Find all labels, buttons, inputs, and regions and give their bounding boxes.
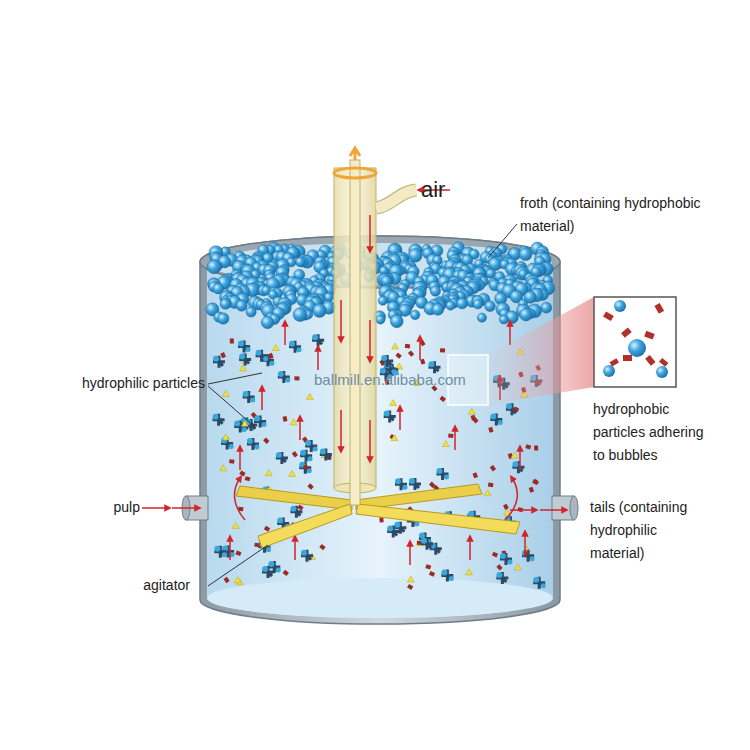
- rotation-arrow: [334, 168, 376, 178]
- rotation-arrow-head: [350, 148, 360, 160]
- froth-label: froth (containing hydrophobic material): [520, 192, 705, 238]
- agitator-blades: [236, 484, 520, 548]
- inset-bubbles: [603, 300, 668, 378]
- air-pipe: [376, 190, 416, 208]
- air-label: air: [421, 176, 445, 204]
- feed-tail-arrows: [142, 508, 565, 510]
- pulp-liquid: [207, 268, 553, 618]
- zoom-inset: [594, 297, 676, 387]
- tank-shell: [200, 236, 560, 624]
- tank-bottom: [207, 578, 553, 618]
- watermark: ballmill.en.alibaba.com: [314, 368, 466, 391]
- shaft: [350, 160, 360, 505]
- agitator-label: agitator: [143, 574, 190, 597]
- outlet-opening: [570, 496, 578, 520]
- feed-label: pulp: [114, 496, 140, 519]
- particle-label: hydrophilic particles: [82, 372, 205, 395]
- flow-arrows: [230, 323, 525, 565]
- downflow-arrows: [341, 215, 370, 460]
- froth-bubbles: [206, 242, 555, 329]
- air-pipe-inner: [376, 190, 416, 208]
- zoom-wedge: [488, 297, 594, 405]
- inset-label: hydrophobic particles adhering to bubble…: [593, 398, 705, 467]
- leader-lines: [208, 224, 517, 586]
- tails-label: tails (containing hydrophilic material): [590, 496, 705, 565]
